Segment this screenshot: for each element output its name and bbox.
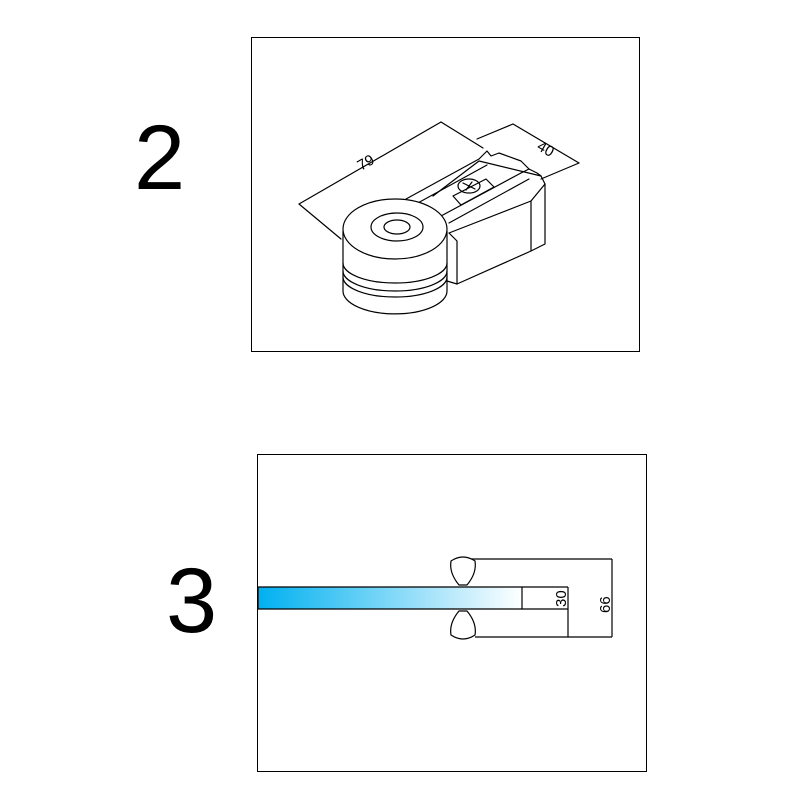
dimension-79-lines bbox=[298, 121, 580, 240]
dimension-inner-label: 30 bbox=[553, 590, 570, 607]
step-2-number: 2 bbox=[134, 107, 186, 209]
round-cap bbox=[342, 198, 448, 315]
clamp-isometric-panel: 79 40 bbox=[251, 37, 640, 352]
clamp-isometric-drawing: 79 40 bbox=[298, 121, 580, 315]
dimension-length-label: 79 bbox=[355, 151, 378, 174]
clamp-section-panel: 30 66 bbox=[257, 454, 647, 772]
step-3-number: 3 bbox=[166, 550, 218, 652]
dimension-width-label: 40 bbox=[534, 138, 557, 161]
clamp-body bbox=[405, 150, 546, 285]
glass-pane bbox=[257, 586, 523, 610]
clamp-section-drawing: 30 66 bbox=[257, 556, 614, 640]
screw-head bbox=[457, 178, 481, 194]
dimension-outer-label: 66 bbox=[597, 596, 614, 613]
gasket-pads bbox=[450, 556, 476, 640]
clamp-outline bbox=[471, 558, 613, 638]
